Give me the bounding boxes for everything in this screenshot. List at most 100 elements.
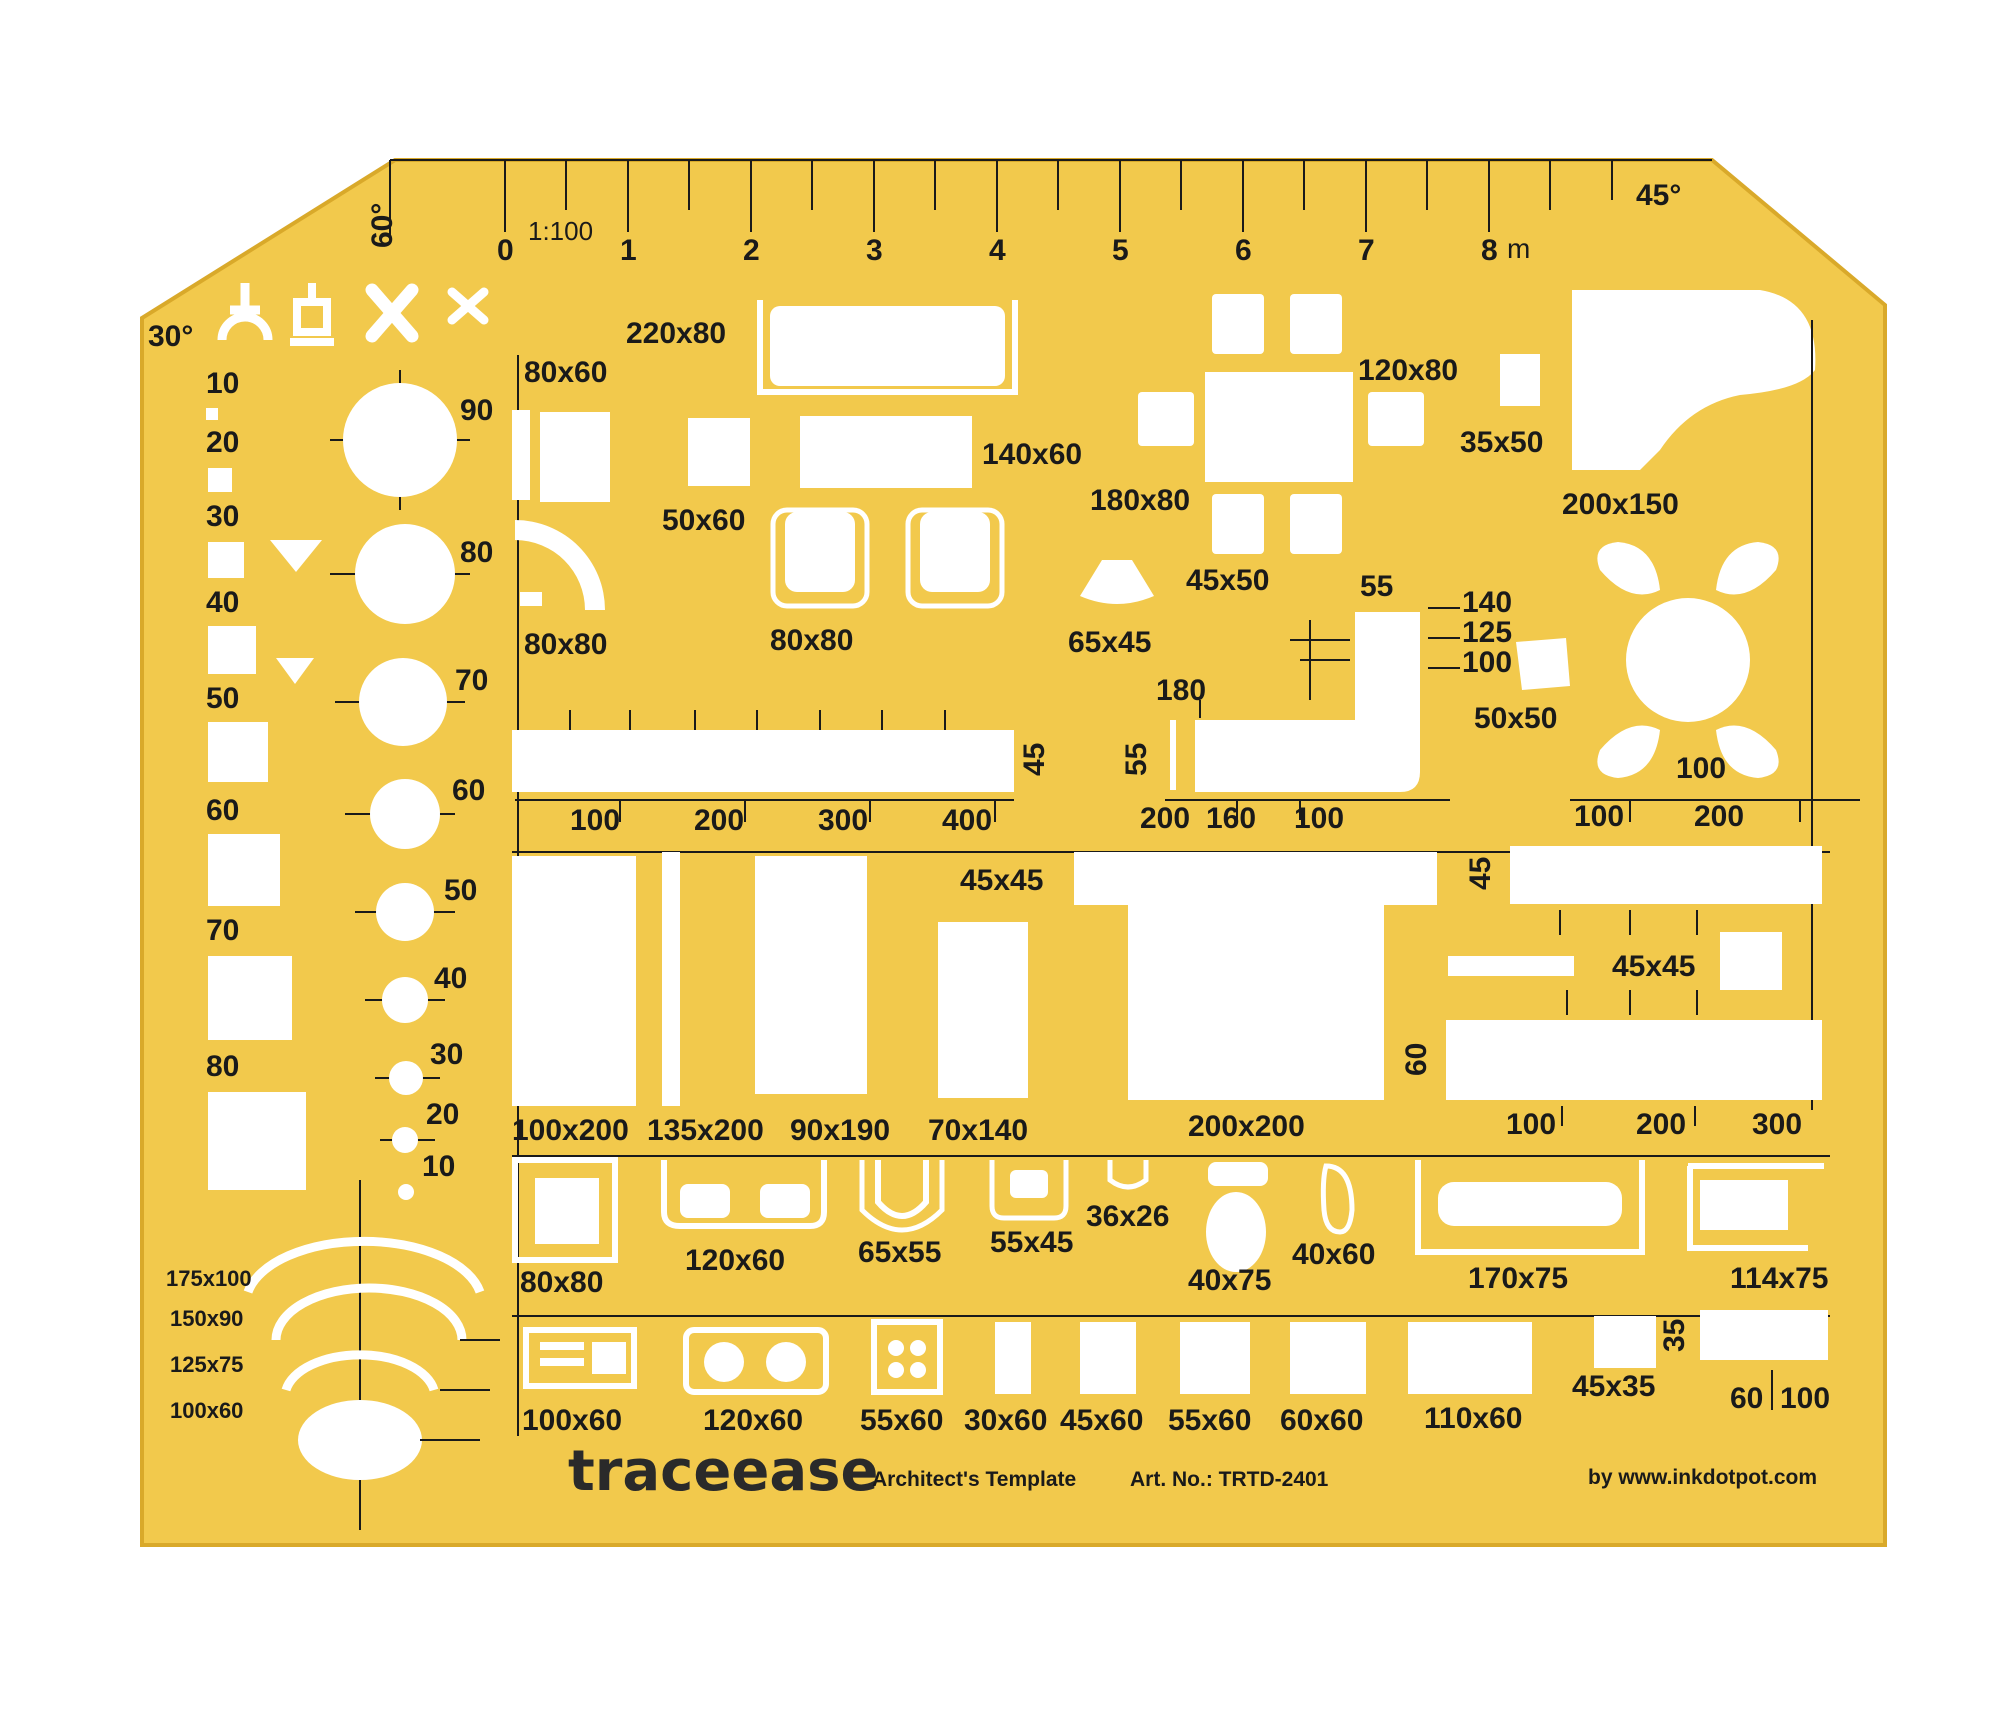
counter-400: 400	[942, 804, 992, 837]
round-100: 100	[1574, 800, 1624, 833]
circle-label: 50	[444, 874, 477, 907]
label-100x200: 100x200	[512, 1114, 629, 1147]
label-180x80: 180x80	[1090, 484, 1190, 517]
label-55x60-b: 55x60	[1168, 1404, 1251, 1437]
kitchen-100: 100	[1780, 1382, 1830, 1415]
angle-30: 30°	[148, 320, 193, 353]
beds-300: 300	[1752, 1108, 1802, 1141]
label-36x26: 36x26	[1086, 1200, 1169, 1233]
label-35x50: 35x50	[1460, 426, 1543, 459]
oval-sizes	[243, 1236, 485, 1392]
label-45x45-night: 45x45	[1612, 950, 1695, 983]
label-45x50: 45x50	[1186, 564, 1269, 597]
ruler-number: 6	[1235, 234, 1252, 267]
square-label: 80	[206, 1050, 239, 1083]
label-55x45: 55x45	[990, 1226, 1073, 1259]
square-label: 10	[206, 367, 239, 400]
counter-140: 140	[1462, 586, 1512, 619]
label-60x60: 60x60	[1280, 1404, 1363, 1437]
label-200x200: 200x200	[1188, 1110, 1305, 1143]
ruler-unit: m	[1507, 233, 1530, 264]
table-140x60	[800, 416, 972, 488]
square-label: 60	[206, 794, 239, 827]
square-label: 50	[206, 682, 239, 715]
circle-label: 40	[434, 962, 467, 995]
label-140x60: 140x60	[982, 438, 1082, 471]
oval-label: 125x75	[170, 1352, 243, 1377]
circle-label: 60	[452, 774, 485, 807]
label-220x80: 220x80	[626, 317, 726, 350]
dim-60-beds: 60	[1400, 1043, 1433, 1076]
label-30x60: 30x60	[964, 1404, 1047, 1437]
label-45x45-beds: 45x45	[960, 864, 1043, 897]
counter-200: 200	[694, 804, 744, 837]
toilet-tank	[1208, 1162, 1268, 1186]
wardrobe-top	[1510, 846, 1822, 904]
dim-55-l: 55	[1120, 743, 1153, 776]
label-65x45: 65x45	[1068, 626, 1151, 659]
label-70x140: 70x140	[928, 1114, 1028, 1147]
unit-60x60	[1290, 1322, 1366, 1394]
cross-large-icon	[365, 283, 419, 343]
label-65x55: 65x55	[858, 1236, 941, 1269]
label-45x35: 45x35	[1572, 1370, 1655, 1403]
sink-unit-100x60	[523, 1327, 637, 1389]
ruler-number: 1	[620, 234, 637, 267]
label-40x60: 40x60	[1292, 1238, 1375, 1271]
label-135x200: 135x200	[647, 1114, 764, 1147]
article-number: Art. No.: TRTD-2401	[1130, 1468, 1329, 1491]
dining-table-180x80	[1205, 372, 1353, 482]
nightstand-45x45	[1720, 932, 1782, 990]
label-100: 100	[1676, 752, 1726, 785]
counter-l-shape	[1195, 612, 1420, 792]
electrical-symbol-icon	[217, 283, 273, 341]
label-80x80-mid: 80x80	[770, 624, 853, 657]
chair-65x45	[1080, 560, 1154, 604]
bathtub-170x75	[1438, 1182, 1622, 1226]
sink-65x55	[875, 1160, 929, 1219]
ruler	[390, 159, 1712, 232]
oval-label: 150x90	[170, 1306, 243, 1331]
ruler-number: 3	[866, 234, 883, 267]
unit-45x35	[1594, 1316, 1656, 1368]
box-35x50	[1500, 354, 1540, 406]
sink-55x45	[1010, 1170, 1048, 1198]
unit-30x60	[995, 1322, 1031, 1394]
counter-200-l: 200	[1140, 802, 1190, 835]
dim-45-beds: 45	[1464, 857, 1497, 890]
label-40x75: 40x75	[1188, 1264, 1271, 1297]
counter-400x45	[512, 730, 1014, 792]
shower-80x80	[535, 1178, 599, 1244]
chair-80x60	[540, 412, 610, 502]
square-label: 40	[206, 586, 239, 619]
label-110x60: 110x60	[1424, 1402, 1522, 1435]
label-80x80-left: 80x80	[524, 628, 607, 661]
toilet-40x75	[1206, 1192, 1266, 1272]
label-80x80-bath: 80x80	[520, 1266, 603, 1299]
sink-36x26	[1107, 1160, 1149, 1190]
unit-45x60	[1080, 1322, 1136, 1394]
stove-120x60	[683, 1327, 829, 1395]
counter-300: 300	[818, 804, 868, 837]
ruler-number: 7	[1358, 234, 1375, 267]
square-label: 30	[206, 500, 239, 533]
bed-70x140	[938, 922, 1028, 1098]
armchair-80x80-b	[920, 512, 990, 592]
ruler-number: 5	[1112, 234, 1129, 267]
label-90x190: 90x190	[790, 1114, 890, 1147]
square-label: 70	[206, 914, 239, 947]
triangle-large-icon	[270, 540, 322, 572]
round-table-100	[1626, 598, 1750, 722]
label-50x60: 50x60	[662, 504, 745, 537]
angle-60: 60°	[366, 203, 399, 248]
ruler-number: 8	[1481, 234, 1498, 267]
counter-160: 160	[1206, 802, 1256, 835]
counter-100-l: 100	[1294, 802, 1344, 835]
counter-125: 125	[1462, 616, 1512, 649]
table-50x60	[688, 418, 750, 486]
label-120x60: 120x60	[685, 1244, 785, 1277]
armchair-80x80	[515, 520, 605, 610]
unit-110x60	[1408, 1322, 1532, 1394]
triangle-small-icon	[276, 658, 314, 684]
